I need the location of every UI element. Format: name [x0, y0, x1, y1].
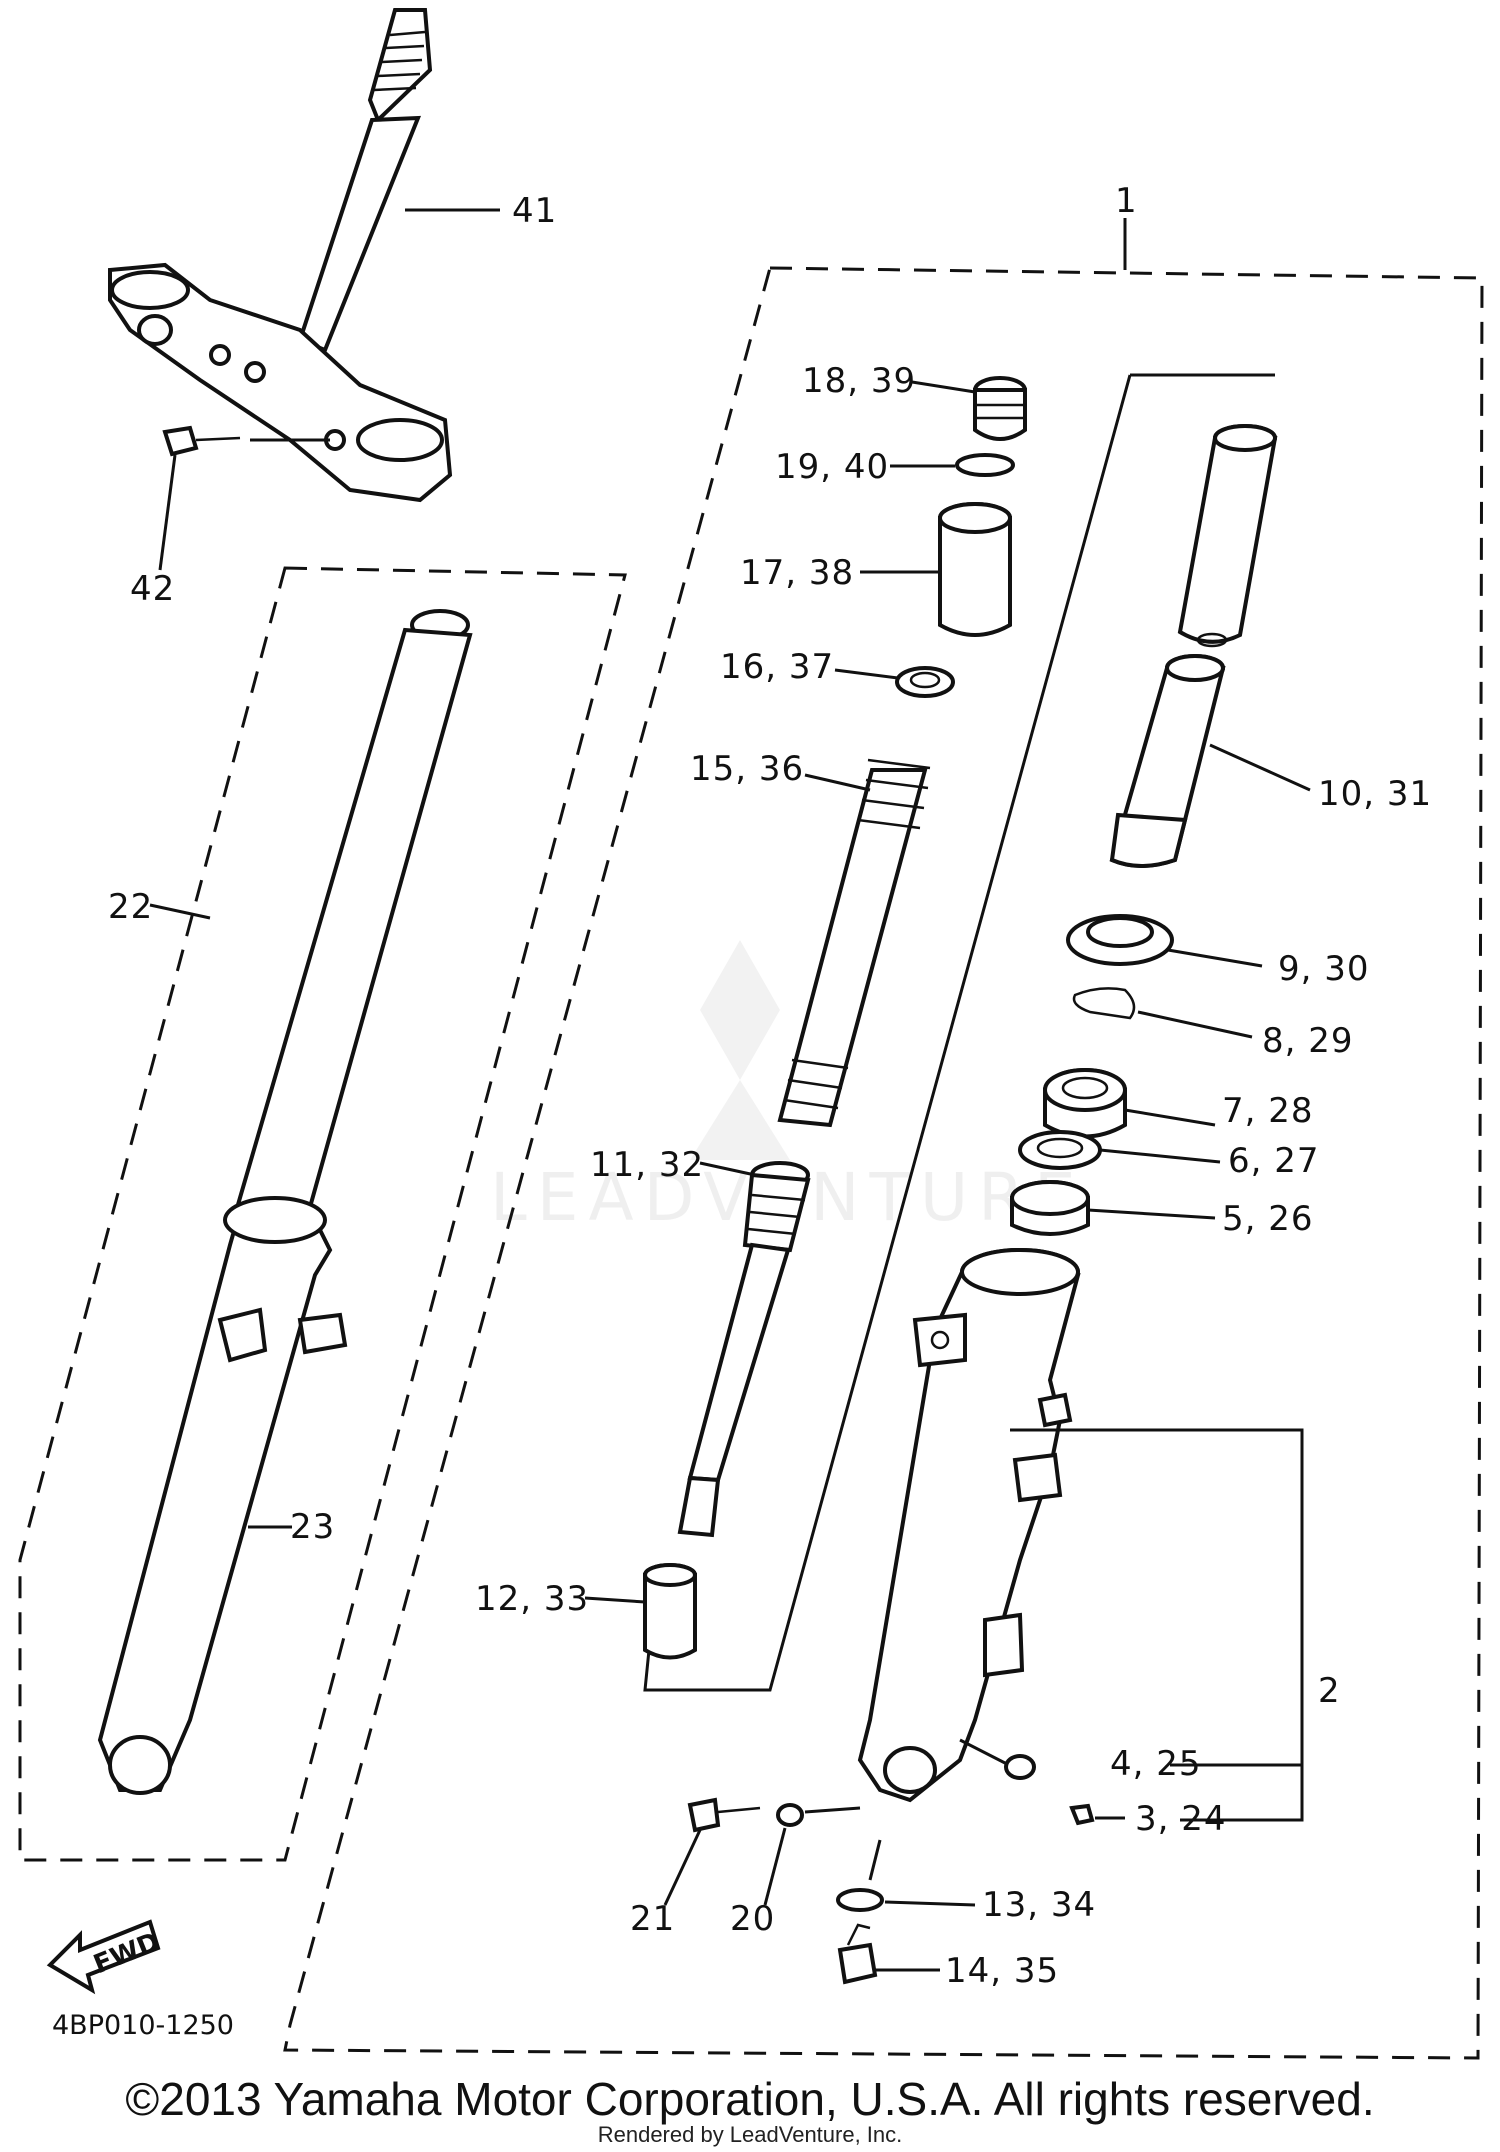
- o-ring-19-40: [955, 453, 1015, 477]
- leader-12-33: [584, 1596, 646, 1604]
- assembly-22-boundary: [18, 566, 627, 1862]
- oil-seal-7-28: [1043, 1068, 1127, 1139]
- leader-20: [763, 1827, 787, 1906]
- leader-15-36: [804, 773, 871, 792]
- callout-18-39: 18, 39: [802, 361, 916, 401]
- leader-13-34-up: [868, 1839, 882, 1881]
- bolt-3-24: [1069, 1803, 1095, 1826]
- callout-11-32: 11, 32: [590, 1145, 704, 1185]
- leader-7-28: [1124, 1108, 1216, 1127]
- leader-18-39: [911, 380, 976, 394]
- forward-arrow-icon: FWD: [46, 1919, 164, 1995]
- leader-42: [158, 454, 177, 571]
- inner-bracket-outline: [643, 373, 1275, 1692]
- callout-5-26: 5, 26: [1222, 1199, 1314, 1239]
- callout-20: 20: [730, 1899, 775, 1939]
- diagram-reference-code: 4BP010-1250: [52, 2010, 234, 2041]
- callout-17-38: 17, 38: [740, 553, 854, 593]
- callout-4-25: 4, 25: [1110, 1744, 1202, 1784]
- washer-4-25: [1004, 1754, 1036, 1780]
- callout-12-33: 12, 33: [475, 1579, 589, 1619]
- fork-assembly-left: [97, 609, 473, 1795]
- callout-8-29: 8, 29: [1262, 1021, 1354, 1061]
- leader-4-25: [959, 1738, 1006, 1765]
- callouts: 1 2 3, 24 4, 25 5, 26 6, 27 7, 28 8, 29 …: [108, 181, 1432, 1991]
- pinch-bolt-42: [162, 425, 330, 457]
- drain-bolt-14-35: [837, 1923, 878, 1985]
- callout-1: 1: [1115, 181, 1138, 221]
- callout-13-34: 13, 34: [982, 1885, 1096, 1925]
- rendered-by-notice: Rendered by LeadVenture, Inc.: [597, 2122, 903, 2147]
- washer-20: [776, 1803, 804, 1827]
- callout-41: 41: [512, 191, 557, 231]
- damper-rod-11-32: [677, 1161, 811, 1538]
- callout-14-35: 14, 35: [945, 1951, 1059, 1991]
- callout-7-28: 7, 28: [1222, 1091, 1314, 1131]
- callout-42: 42: [130, 569, 175, 609]
- copyright-notice: ©2013 Yamaha Motor Corporation, U.S.A. A…: [125, 2073, 1375, 2125]
- washer-13-34: [836, 1888, 884, 1912]
- callout-10-31: 10, 31: [1318, 774, 1432, 814]
- callout-9-30: 9, 30: [1278, 949, 1370, 989]
- inner-tube-10-31: [1109, 654, 1226, 868]
- leader-8-29: [1137, 1010, 1253, 1039]
- leader-5-26: [1087, 1208, 1216, 1220]
- inner-tube-upper: [1177, 424, 1278, 648]
- leader-16-37: [834, 668, 899, 680]
- steering-stem: [297, 8, 433, 353]
- leader-11-32: [699, 1161, 756, 1177]
- bolt-21: [687, 1797, 761, 1833]
- dust-seal-9-30: [1066, 914, 1174, 966]
- leader-21: [663, 1829, 702, 1906]
- callout-15-36: 15, 36: [690, 749, 804, 789]
- assembly-1-boundary: [283, 266, 1484, 2060]
- clip-8-29: [1072, 987, 1136, 1020]
- lower-triple-clamp: [108, 262, 453, 503]
- bracket-2: [1010, 1428, 1304, 1822]
- leader-22: [149, 903, 211, 920]
- callout-16-37: 16, 37: [720, 647, 834, 687]
- callout-19-40: 19, 40: [775, 447, 889, 487]
- callout-3-24: 3, 24: [1135, 1799, 1227, 1839]
- leader-20-to-tube: [804, 1806, 861, 1814]
- leader-10-31: [1209, 743, 1311, 792]
- callout-23: 23: [290, 1507, 335, 1547]
- washer-16-37: [895, 666, 955, 698]
- fork-spring-15-36: [777, 758, 931, 1128]
- callout-2: 2: [1318, 1671, 1341, 1711]
- leader-6-27: [1099, 1148, 1221, 1164]
- outer-tube-right: [857, 1248, 1081, 1803]
- guide-bushing-5-26: [1010, 1180, 1090, 1236]
- callout-21: 21: [630, 1899, 675, 1939]
- leader-13-34: [884, 1900, 976, 1907]
- leader-9-30: [1167, 948, 1263, 968]
- washer-6-27: [1018, 1130, 1102, 1170]
- callout-6-27: 6, 27: [1228, 1141, 1320, 1181]
- callout-22: 22: [108, 887, 153, 927]
- spacer-17-38: [938, 502, 1012, 637]
- spacer-12-33: [643, 1563, 697, 1660]
- cap-bolt-18-39: [973, 376, 1027, 441]
